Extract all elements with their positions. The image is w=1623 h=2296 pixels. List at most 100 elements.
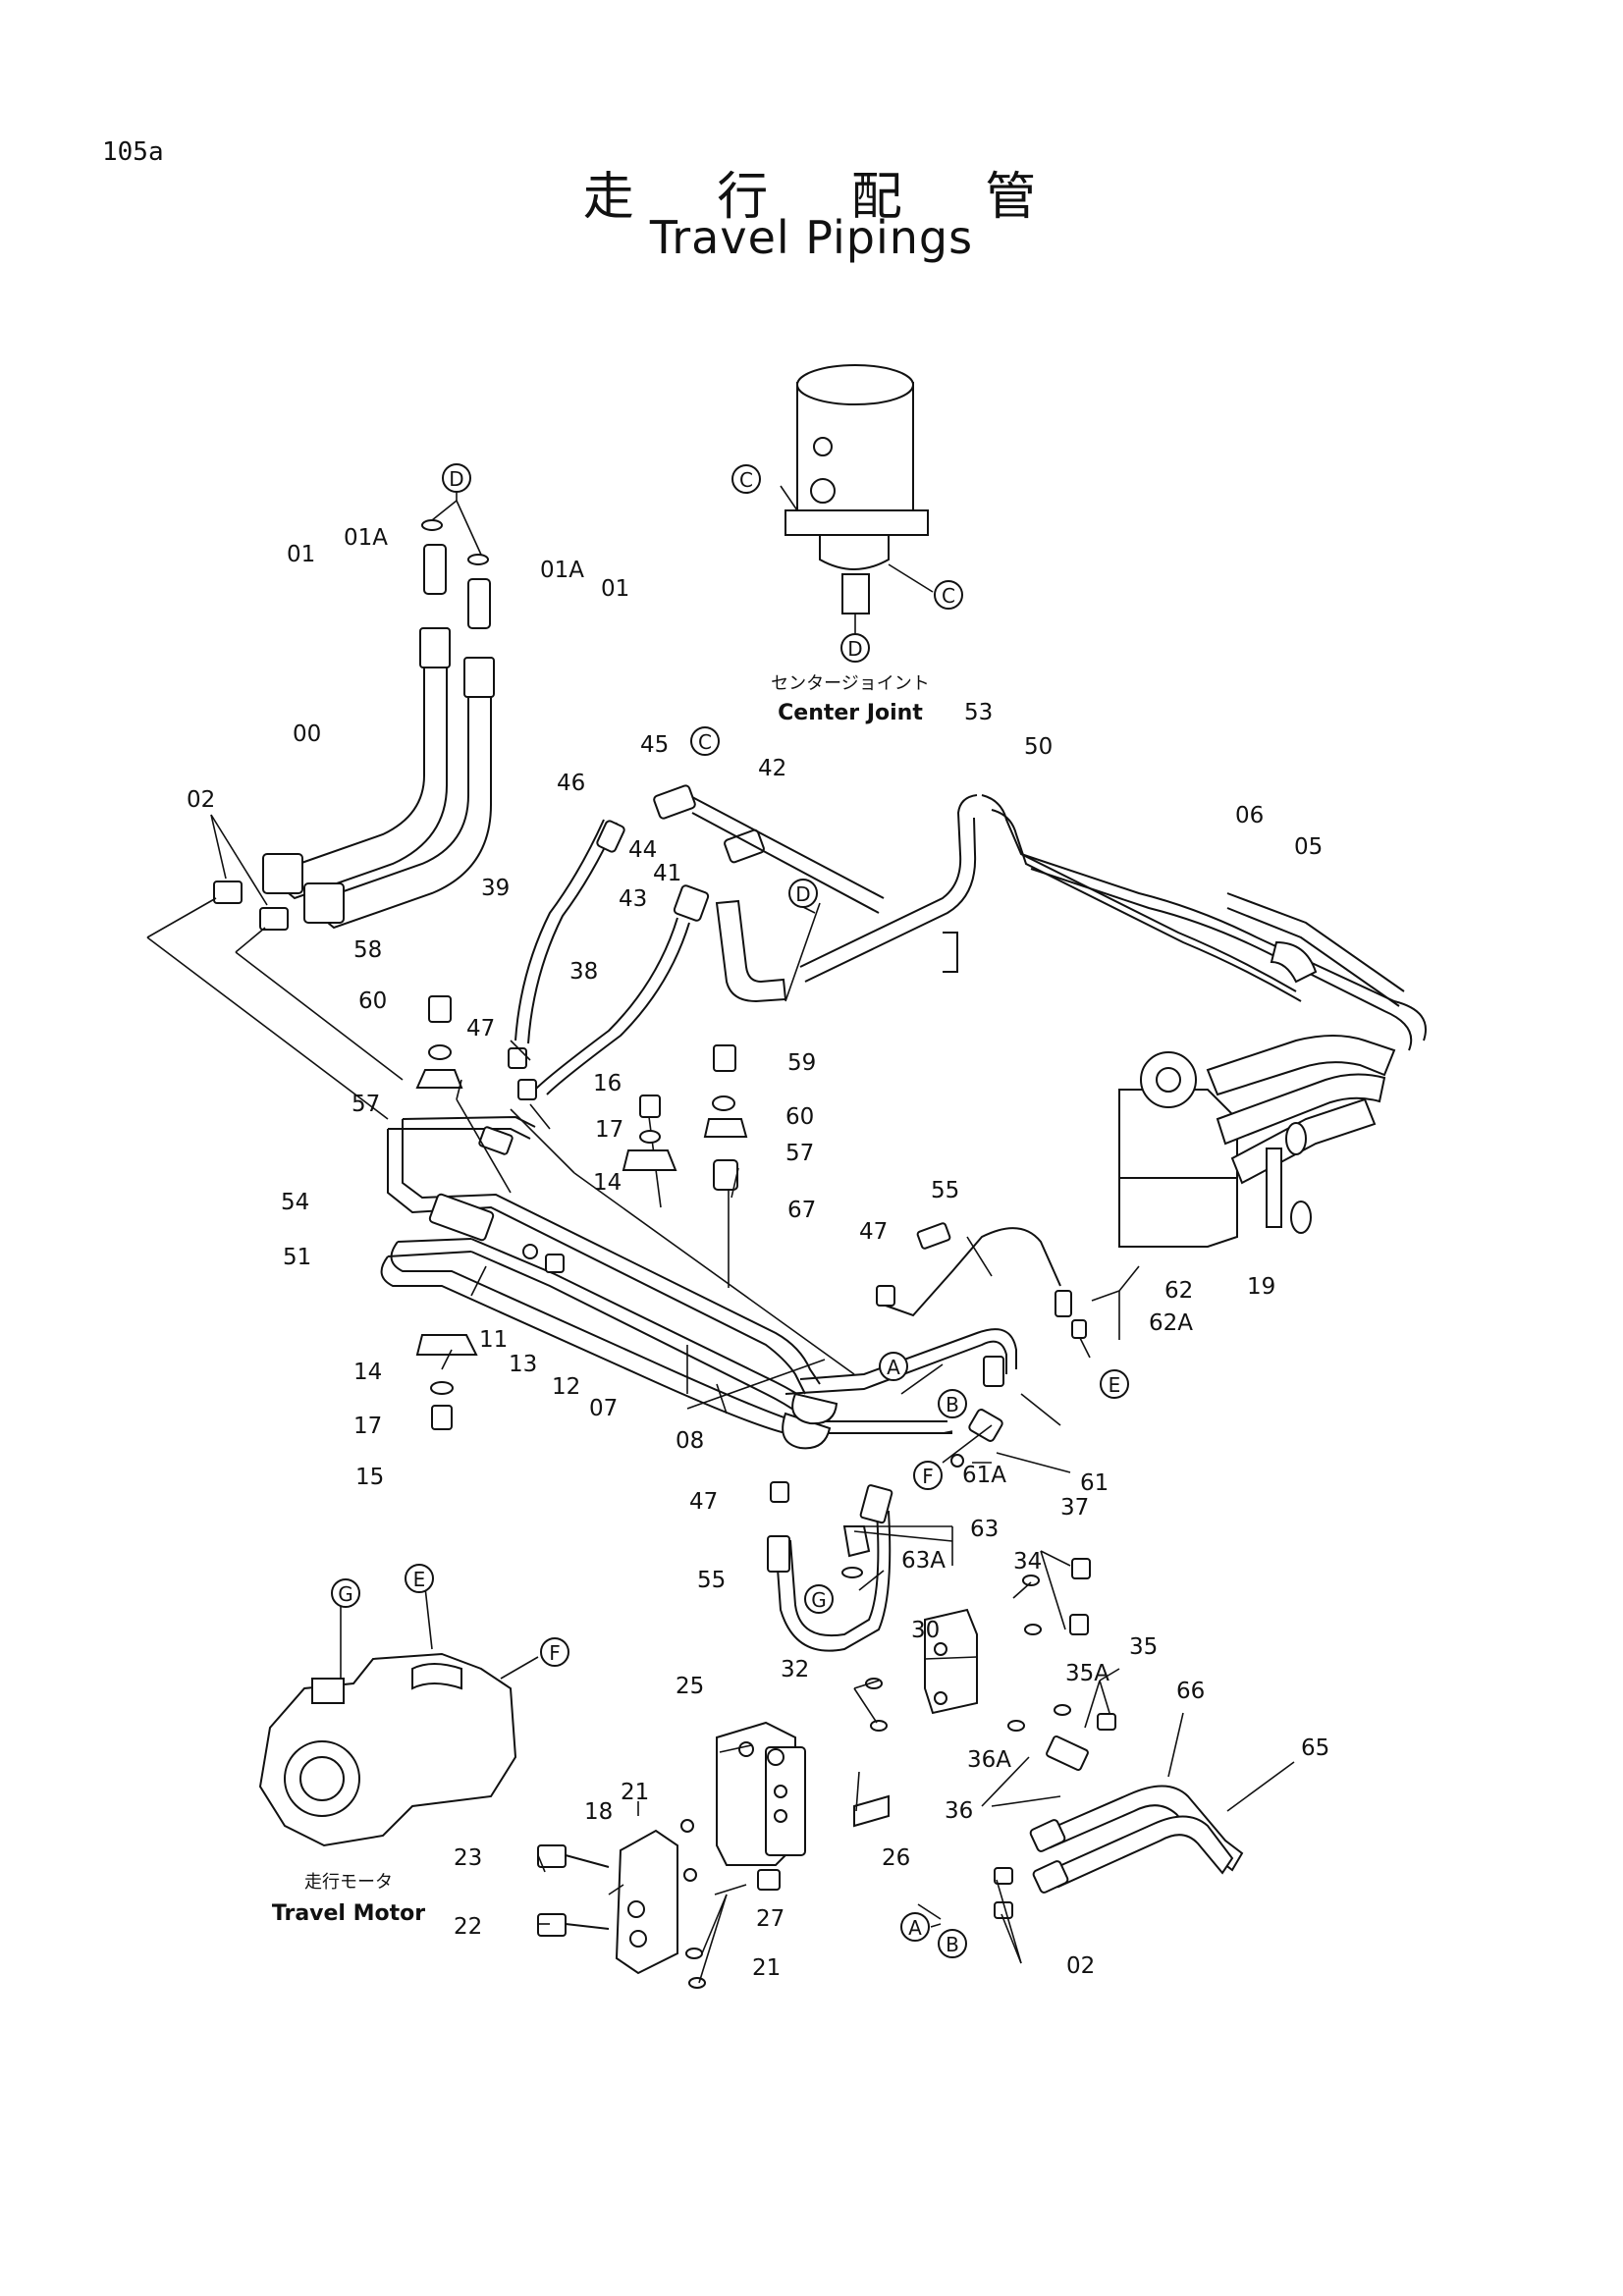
- part-label-42: 42: [758, 756, 786, 781]
- part-label-41: 41: [653, 861, 681, 886]
- part-label-32: 32: [781, 1657, 809, 1682]
- svg-text:F: F: [922, 1465, 934, 1488]
- part-label-53: 53: [964, 700, 993, 725]
- center-joint-label-en: Center Joint: [778, 701, 923, 725]
- part-label-67: 67: [787, 1198, 816, 1223]
- part-label-45: 45: [640, 732, 669, 758]
- part-label-61A: 61A: [962, 1463, 1006, 1488]
- part-labels: 01 01A 01A 01 00 02 45 46 42 44 41 43 39…: [187, 525, 1329, 1981]
- part-label-66: 66: [1176, 1679, 1205, 1704]
- part-label-12: 12: [552, 1374, 580, 1400]
- travel-motor-label-en: Travel Motor: [272, 1901, 425, 1926]
- svg-text:B: B: [946, 1393, 959, 1416]
- travel-motor-label-jp: 走行モータ: [304, 1872, 393, 1893]
- marker-b-bottom: B: [938, 1929, 967, 1958]
- svg-text:E: E: [413, 1568, 426, 1591]
- part-label-57: 57: [352, 1092, 380, 1117]
- marker-f-motor: F: [540, 1637, 569, 1667]
- control-valve-block: [1118, 1035, 1396, 1248]
- part-label-14: 14: [593, 1170, 622, 1196]
- part-label-01: 01: [601, 576, 629, 602]
- part-label-06: 06: [1235, 803, 1264, 828]
- center-joint-drawing: [780, 364, 934, 636]
- part-label-16: 16: [593, 1071, 622, 1096]
- title-english: Travel Pipings: [649, 211, 974, 264]
- svg-text:E: E: [1109, 1373, 1121, 1397]
- part-label-57: 57: [785, 1141, 814, 1166]
- part-label-58: 58: [353, 937, 382, 963]
- marker-e-upper: E: [1100, 1369, 1129, 1399]
- part-label-23: 23: [454, 1845, 482, 1871]
- part-label-01A: 01A: [540, 558, 584, 583]
- part-label-60: 60: [785, 1104, 814, 1130]
- part-label-07: 07: [589, 1396, 618, 1421]
- part-label-44: 44: [628, 837, 657, 863]
- marker-d-center: D: [788, 879, 818, 908]
- part-label-50: 50: [1024, 734, 1053, 760]
- marker-c-cj-right: C: [934, 580, 963, 610]
- marker-g-motor: G: [331, 1578, 360, 1608]
- part-label-36: 36: [945, 1798, 973, 1824]
- part-label-60: 60: [358, 988, 387, 1014]
- main-travel-pipes: [380, 1108, 1017, 1450]
- part-label-01A: 01A: [344, 525, 388, 551]
- marker-f-upper: F: [913, 1461, 943, 1490]
- svg-text:A: A: [908, 1916, 922, 1940]
- part-label-02: 02: [1066, 1953, 1095, 1979]
- part-label-63A: 63A: [901, 1548, 946, 1574]
- part-label-43: 43: [619, 886, 647, 912]
- part-label-54: 54: [281, 1190, 309, 1215]
- part-label-22: 22: [454, 1914, 482, 1940]
- part-label-26: 26: [882, 1845, 910, 1871]
- marker-d-cj: D: [840, 633, 870, 663]
- clamp-hardware: [415, 995, 748, 1430]
- svg-text:F: F: [549, 1641, 561, 1665]
- part-label-63: 63: [970, 1517, 999, 1542]
- svg-text:G: G: [811, 1588, 827, 1612]
- page-number: 105a: [102, 137, 164, 167]
- part-label-62A: 62A: [1149, 1310, 1193, 1336]
- part-label-27: 27: [756, 1906, 784, 1932]
- part-label-21: 21: [752, 1955, 781, 1981]
- center-hoses: [508, 784, 885, 1100]
- part-label-08: 08: [676, 1428, 704, 1454]
- marker-e-motor: E: [405, 1564, 434, 1593]
- hoses-65-66: [994, 1785, 1244, 1919]
- leader-lines: [146, 897, 1295, 1984]
- part-label-65: 65: [1301, 1735, 1329, 1761]
- lower-valve-assembly: [537, 1558, 1116, 1989]
- part-label-55: 55: [697, 1568, 726, 1593]
- hose-assembly-00: [262, 486, 495, 930]
- part-label-59: 59: [787, 1050, 816, 1076]
- marker-b-main: B: [938, 1389, 967, 1418]
- marker-c-cj-left: C: [731, 464, 761, 494]
- svg-text:C: C: [739, 468, 753, 492]
- part-label-37: 37: [1060, 1495, 1089, 1521]
- part-label-17: 17: [353, 1414, 382, 1439]
- part-label-05: 05: [1294, 834, 1323, 860]
- part-label-38: 38: [569, 959, 598, 985]
- part-label-18: 18: [584, 1799, 613, 1825]
- part-label-47: 47: [689, 1489, 718, 1515]
- travel-motor-drawing: [258, 1577, 539, 1847]
- svg-text:A: A: [887, 1356, 900, 1379]
- svg-text:D: D: [847, 637, 862, 661]
- part-label-15: 15: [355, 1465, 384, 1490]
- marker-a-main: A: [879, 1352, 908, 1381]
- part-label-30: 30: [911, 1618, 940, 1643]
- part-label-02: 02: [187, 787, 215, 813]
- part-label-01: 01: [287, 542, 315, 567]
- part-label-39: 39: [481, 876, 510, 901]
- lower-center-hose: [767, 1409, 1003, 1652]
- part-label-36A: 36A: [967, 1747, 1011, 1773]
- center-joint-label-jp: センタージョイント: [771, 673, 930, 694]
- part-label-00: 00: [293, 721, 321, 747]
- part-label-61: 61: [1080, 1470, 1109, 1496]
- title-japanese: 走 行 配 管: [582, 168, 1070, 227]
- part-label-25: 25: [676, 1674, 704, 1699]
- svg-text:C: C: [698, 730, 712, 754]
- marker-c-center: C: [690, 726, 720, 756]
- svg-text:G: G: [338, 1582, 353, 1606]
- part-label-35A: 35A: [1065, 1661, 1109, 1686]
